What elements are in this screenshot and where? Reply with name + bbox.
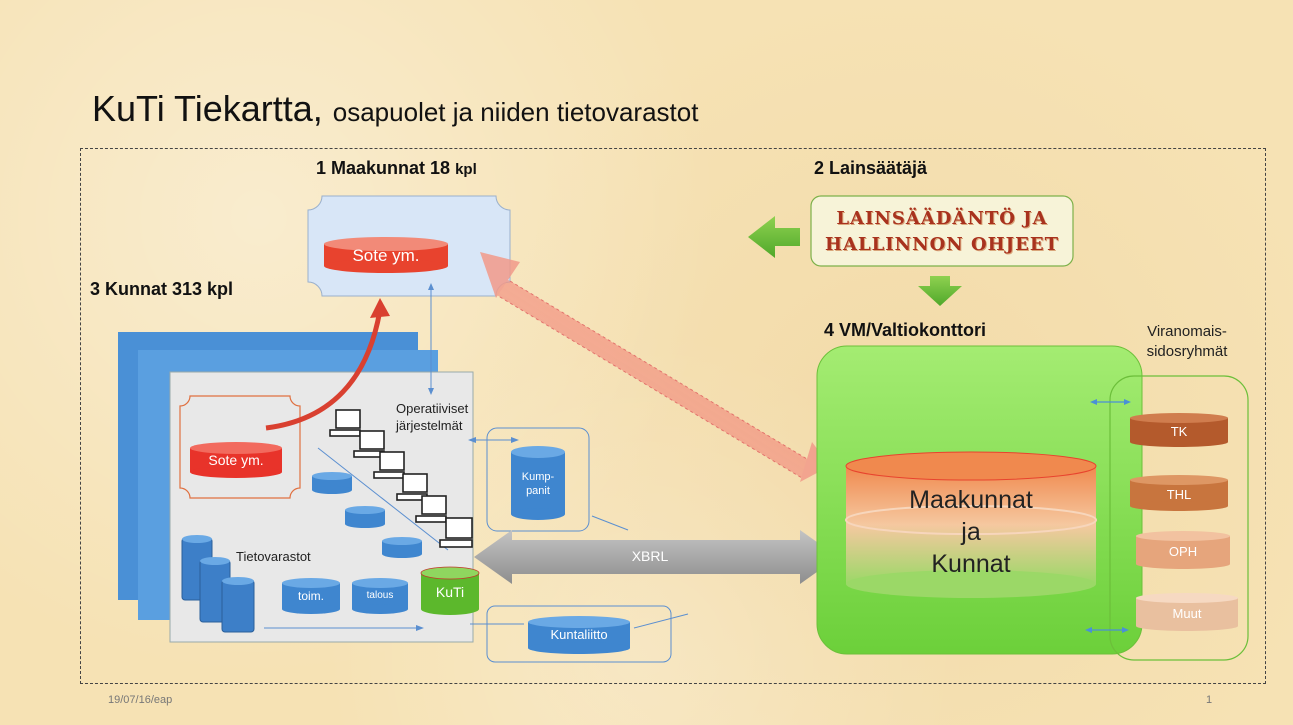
tk-db (1130, 413, 1228, 447)
muut-db (1136, 593, 1238, 631)
thl-db (1130, 475, 1228, 511)
oph-label: OPH (1168, 544, 1198, 559)
kuntaliitto-db (528, 616, 630, 654)
viranomais-line1: Viranomais- (1147, 323, 1227, 340)
viranomais-frame (1109, 375, 1249, 661)
thl-label: THL (1166, 487, 1192, 502)
kumppanit-line1: Kump- (521, 471, 555, 483)
muut-label: Muut (1172, 606, 1202, 621)
heading-kunnat: 3 Kunnat 313 kpl (90, 279, 234, 299)
operatiiviset-label: Operatiiviset järjestelmät (396, 400, 468, 434)
computer-icons (329, 409, 473, 548)
talous-label: talous (366, 590, 394, 601)
xbrl-label: XBRL (631, 548, 669, 564)
lainsaadanto-line1: LAINSÄÄDÄNTÖ JA (836, 208, 1048, 229)
footer-page-number: 1 (1206, 694, 1213, 706)
oph-db (1136, 531, 1230, 569)
lainsaadanto-box (810, 195, 1074, 267)
kunta-to-maakunta-arrow (265, 309, 383, 431)
central-line3: Kunnat (931, 550, 1011, 578)
talous-db (352, 578, 408, 614)
maakunnat-sote-db (324, 237, 448, 273)
kuti-label: KuTi (435, 584, 465, 600)
kunta-db-1 (312, 472, 352, 494)
lainsaadanto-left-arrow (748, 216, 800, 258)
heading-maakunnat: 1 Maakunnat 18 kpl (316, 158, 477, 179)
tietovarastot-label: Tietovarastot (236, 549, 311, 564)
kuntaliitto-label: Kuntaliitto (550, 627, 608, 642)
kunta-sote-label: Sote ym. (208, 452, 264, 468)
kumppanit-db (511, 446, 565, 520)
operatiiviset-line2: järjestelmät (396, 418, 463, 433)
heading-lainsaataja: 2 Lainsäätäjä (814, 158, 928, 178)
toim-db (282, 578, 340, 614)
heading-maakunnat-unit: kpl (455, 161, 477, 178)
operatiiviset-line1: Operatiiviset (396, 401, 469, 416)
xbrl-arrow (474, 530, 838, 584)
kuntaliitto-frame (486, 605, 672, 663)
heading-vm: 4 VM/Valtiokonttori (824, 320, 987, 340)
footer-date: 19/07/16/eap (108, 694, 173, 706)
central-line2: ja (961, 518, 981, 546)
heading-maakunnat-text: 1 Maakunnat 18 (316, 158, 451, 178)
maakunta-vm-arrow (480, 252, 830, 482)
document-icons (181, 535, 255, 633)
kumppanit-line2: panit (526, 485, 550, 497)
kunta-sote-db (190, 442, 282, 478)
kunta-sote-frame (179, 395, 301, 499)
title-main: KuTi Tiekartta, (92, 88, 323, 129)
lainsaadanto-text: LAINSÄÄDÄNTÖ JA HALLINNON OHJEET (811, 206, 1073, 258)
kuti-db (420, 566, 480, 615)
central-line1: Maakunnat (909, 486, 1033, 514)
central-db-stack (845, 451, 1097, 598)
tk-label: TK (1170, 424, 1188, 439)
kunta-db-2 (345, 506, 385, 528)
lainsaadanto-down-arrow (918, 276, 962, 306)
viranomais-label: Viranomais- sidosryhmät (1122, 322, 1252, 362)
central-label: Maakunnat ja Kunnat (846, 484, 1096, 580)
page-title: KuTi Tiekartta, osapuolet ja niiden tiet… (92, 88, 698, 130)
viranomais-line2: sidosryhmät (1146, 343, 1228, 360)
kunta-db-3 (382, 537, 422, 558)
kumppanit-label: Kump- panit (511, 470, 565, 498)
kumppanit-frame (486, 427, 590, 532)
toim-label: toim. (297, 589, 324, 603)
diagram-frame (80, 148, 1266, 684)
lainsaadanto-line2: HALLINNON OHJEET (824, 234, 1060, 255)
maakunnat-sote-label: Sote ym. (352, 246, 420, 265)
title-sub: osapuolet ja niiden tietovarastot (332, 97, 699, 127)
